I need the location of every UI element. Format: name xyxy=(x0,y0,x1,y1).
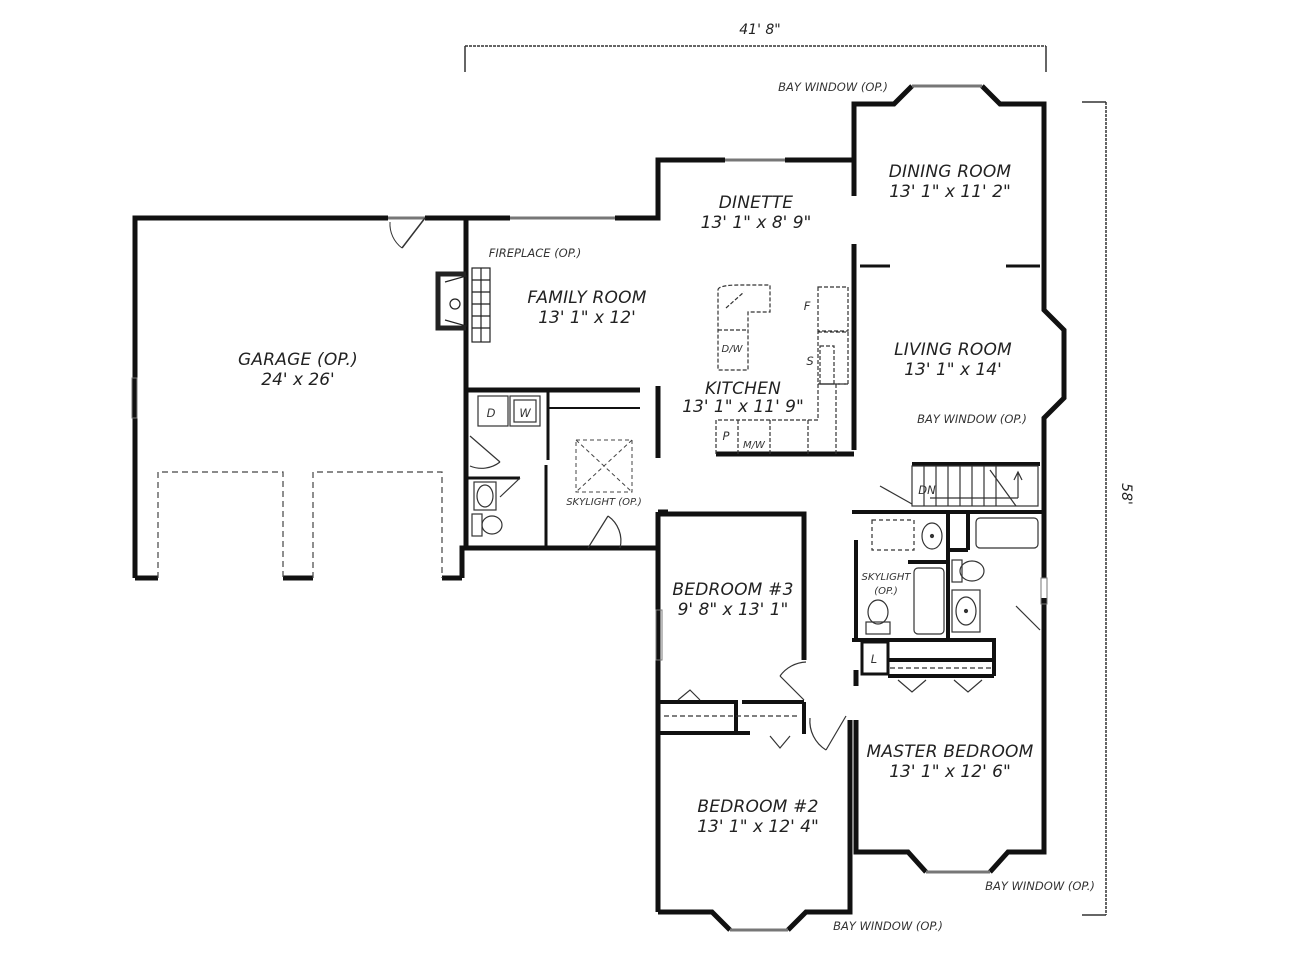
living-room-name: LIVING ROOM xyxy=(894,340,1012,360)
living-room-dims: 13' 1" x 14' xyxy=(904,360,1002,380)
bedroom3-closet xyxy=(664,689,800,749)
dining-room-walls xyxy=(851,84,1067,578)
kitchen-name: KITCHEN xyxy=(704,379,782,399)
bedroom3-name: BEDROOM #3 xyxy=(672,580,794,600)
living-room-label: LIVING ROOM 13' 1" x 14' xyxy=(894,340,1012,380)
bedroom3-window xyxy=(655,609,663,661)
sink-label: S xyxy=(806,354,814,368)
garage-label: GARAGE (OP.) 24' x 26' xyxy=(238,350,358,390)
dinette-dims: 13' 1" x 8' 9" xyxy=(700,213,812,233)
width-dimension-line xyxy=(464,45,1047,72)
dining-room-name: DINING ROOM xyxy=(888,162,1012,182)
linen-label: L xyxy=(870,652,878,666)
hall-bath-fixtures xyxy=(471,481,503,537)
garage-side-window xyxy=(131,377,138,419)
bath-skylight-annotation-line2: (OP.) xyxy=(874,586,898,597)
bay-window-bedroom2-annotation: BAY WINDOW (OP.) xyxy=(833,919,943,933)
kitchen-island xyxy=(717,284,771,371)
stairs-down-label: DN xyxy=(918,483,936,497)
master-bedroom-label: MASTER BEDROOM 13' 1" x 12' 6" xyxy=(867,742,1034,782)
family-room-windows xyxy=(510,158,785,220)
fridge-label: F xyxy=(803,299,811,313)
bay-window-master-annotation: BAY WINDOW (OP.) xyxy=(985,879,1095,893)
master-bedroom-walls xyxy=(853,598,1047,874)
garage-door-left xyxy=(157,471,284,578)
family-room-label: FAMILY ROOM 13' 1" x 12' xyxy=(527,288,646,328)
depth-dimension-line xyxy=(1082,101,1107,916)
fireplace-annotation: FIREPLACE (OP.) xyxy=(488,246,582,260)
laundry-bath-walls xyxy=(463,390,668,551)
stairs xyxy=(879,462,1040,507)
family-room-name: FAMILY ROOM xyxy=(527,288,647,308)
bedroom3-dims: 9' 8" x 13' 1" xyxy=(677,600,789,620)
bedroom3-label: BEDROOM #3 9' 8" x 13' 1" xyxy=(672,580,793,620)
bedroom2-label: BEDROOM #2 13' 1" x 12' 4" xyxy=(697,797,819,837)
overall-depth-label: 58' xyxy=(1118,483,1134,505)
dinette-label: DINETTE 13' 1" x 8' 9" xyxy=(701,193,812,233)
dishwasher-label: D/W xyxy=(721,344,743,355)
washer-dryer xyxy=(477,395,541,427)
bedroom2-name: BEDROOM #2 xyxy=(697,797,819,817)
interior-doors-hall xyxy=(469,435,622,549)
hall-skylight-annotation: SKYLIGHT (OP.) xyxy=(566,497,642,508)
kitchen-label: KITCHEN 13' 1" x 11' 9" xyxy=(682,379,804,417)
kitchen-counters xyxy=(715,286,849,454)
kitchen-walls xyxy=(655,386,854,458)
garage-name: GARAGE (OP.) xyxy=(238,350,358,370)
hall-skylight xyxy=(575,439,633,493)
garage-entry-door xyxy=(388,216,426,249)
garage-door-right xyxy=(312,471,443,578)
bay-window-dining-annotation: BAY WINDOW (OP.) xyxy=(778,80,888,94)
master-closet xyxy=(888,640,996,693)
bedroom-doors xyxy=(779,661,847,751)
garage-walls xyxy=(132,215,469,581)
kitchen-dims: 13' 1" x 11' 9" xyxy=(682,397,804,417)
master-side-window xyxy=(1040,577,1048,605)
microwave-label: M/W xyxy=(743,440,765,451)
dining-room-label: DINING ROOM 13' 1" x 11' 2" xyxy=(889,162,1012,202)
bedroom2-dims: 13' 1" x 12' 4" xyxy=(697,817,819,837)
bay-window-living-annotation: BAY WINDOW (OP.) xyxy=(917,412,1027,426)
bath-skylight-annotation-line1: SKYLIGHT xyxy=(861,572,911,583)
dining-room-dims: 13' 1" x 11' 2" xyxy=(889,182,1011,202)
master-bedroom-dims: 13' 1" x 12' 6" xyxy=(889,762,1011,782)
fireplace xyxy=(435,267,491,343)
bath-walls xyxy=(852,510,1044,642)
family-room-dims: 13' 1" x 12' xyxy=(538,308,636,328)
main-walls xyxy=(463,157,854,393)
garage-dims: 24' x 26' xyxy=(261,370,335,390)
master-bedroom-name: MASTER BEDROOM xyxy=(866,742,1034,762)
bedroom2-walls xyxy=(658,720,853,932)
dryer-label: D xyxy=(486,406,496,420)
overall-width-label: 41' 8" xyxy=(739,22,781,38)
dinette-name: DINETTE xyxy=(718,193,794,213)
washer-label: W xyxy=(519,406,531,420)
bath-fixtures xyxy=(865,517,1041,635)
pantry-label: P xyxy=(722,429,730,443)
bedroom3-walls xyxy=(655,511,807,912)
